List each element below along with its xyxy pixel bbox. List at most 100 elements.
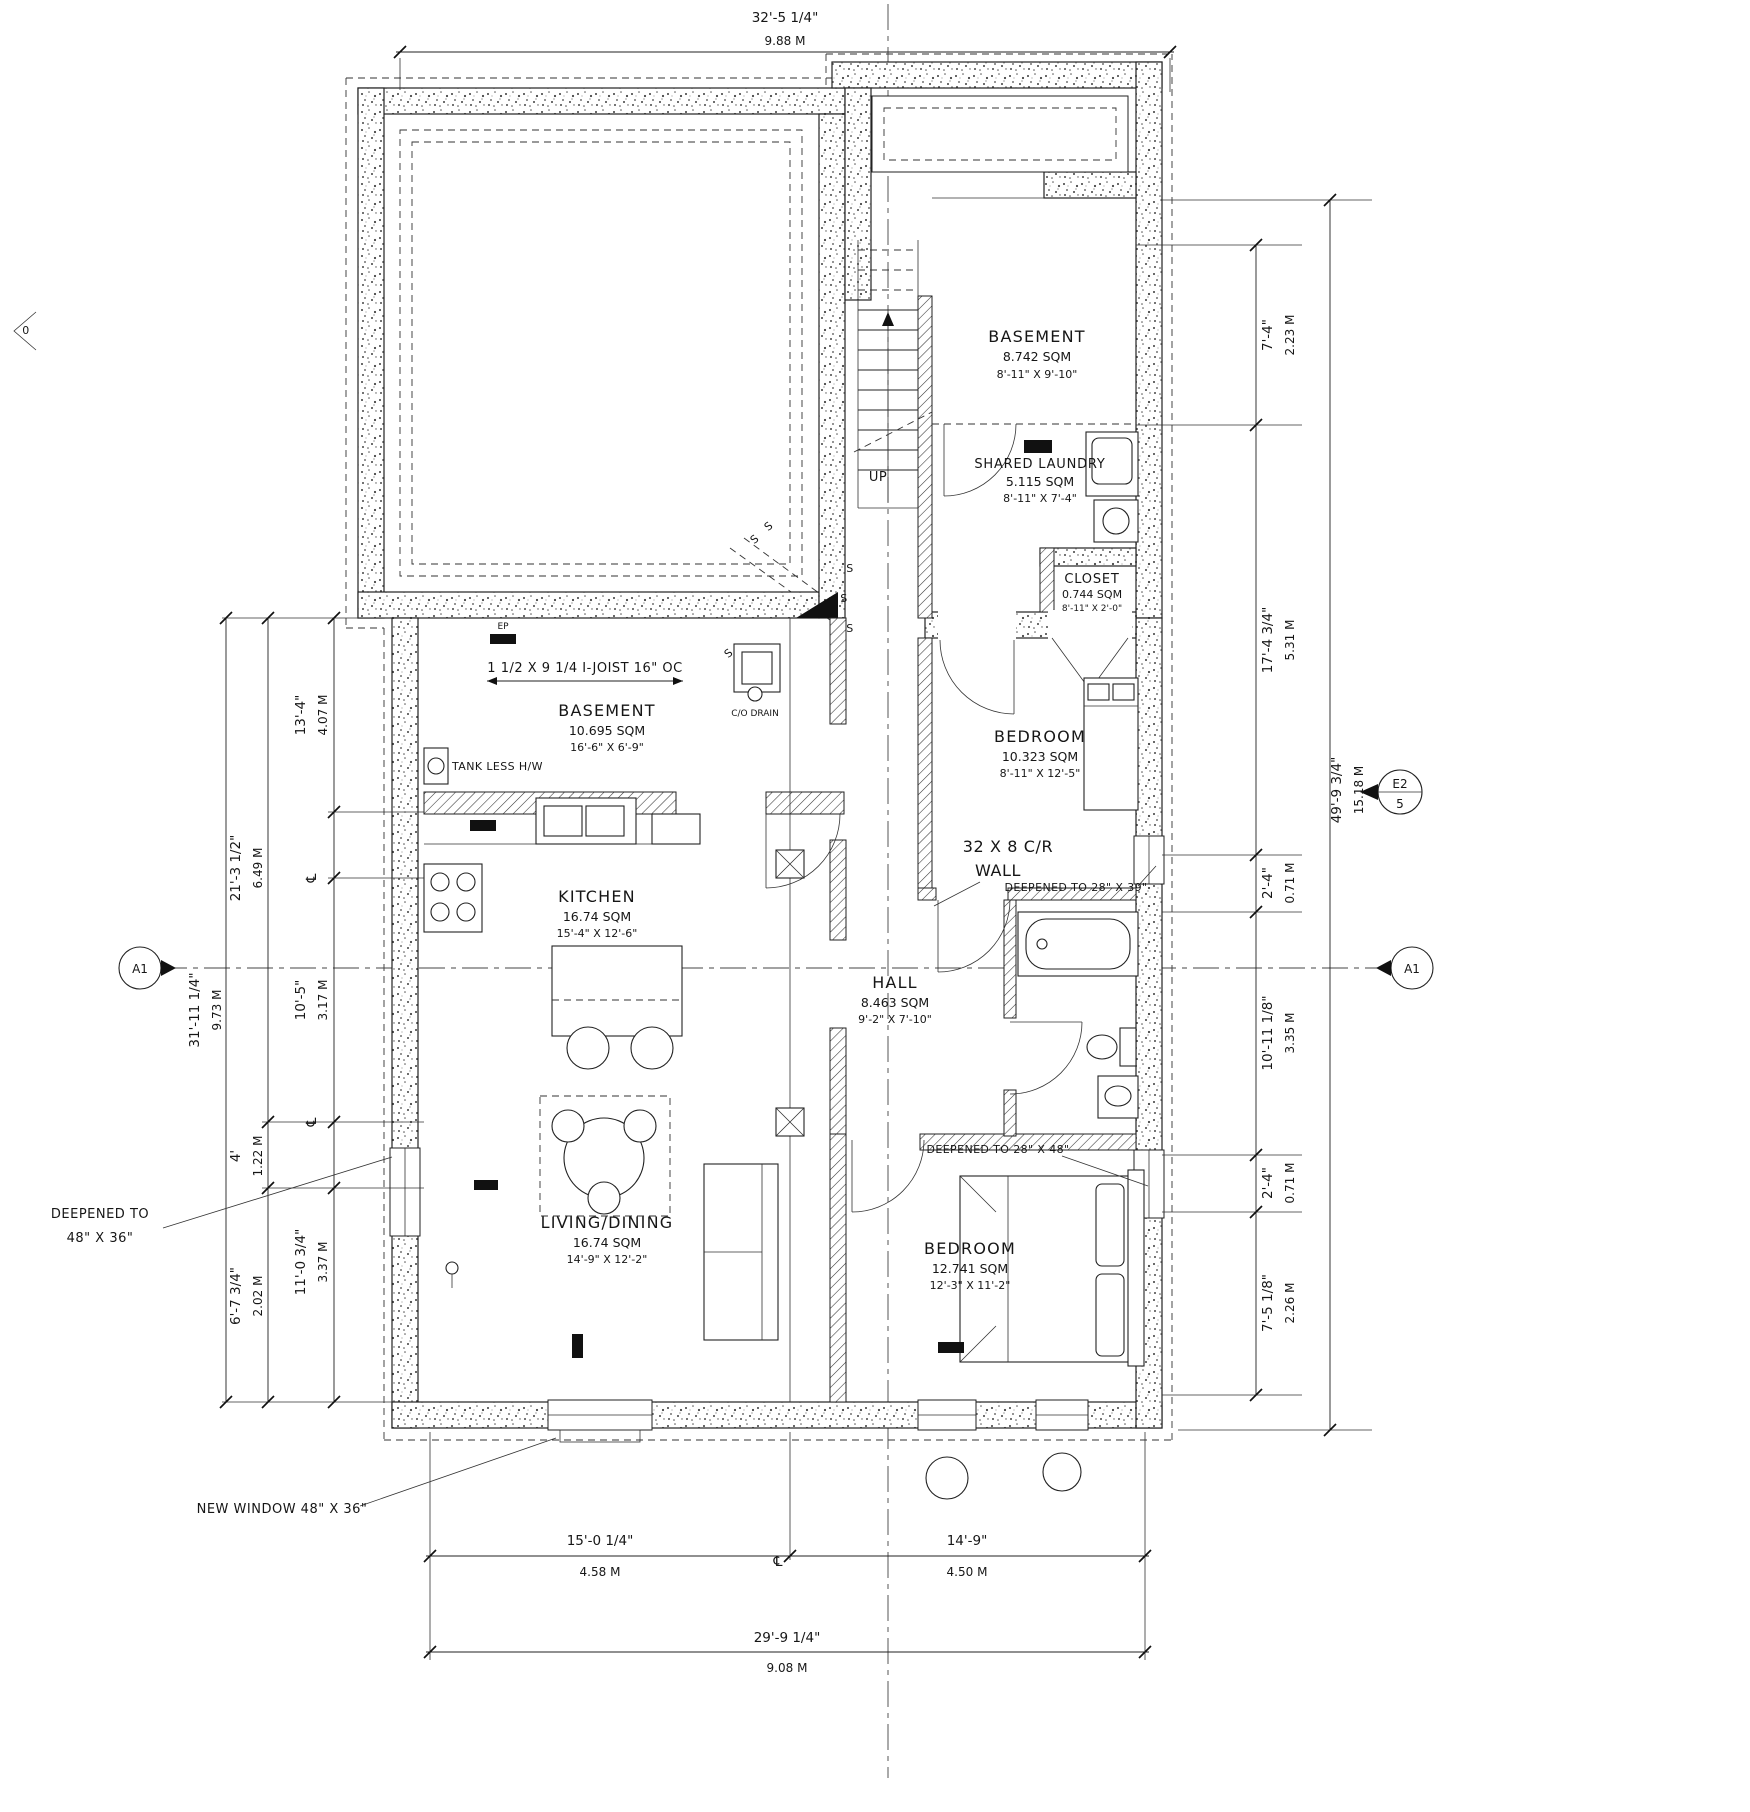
room-closet-name: CLOSET — [1064, 572, 1119, 587]
diagonal-wall-fill — [796, 592, 838, 618]
cr-wall-label-1: 32 X 8 C/R — [963, 837, 1053, 856]
s-mark: S — [846, 562, 853, 575]
laundry-outlet — [1024, 440, 1052, 453]
deepened-48x36-label-1: DEEPENED TO — [51, 1207, 149, 1222]
room-bedroom-upper-name: BEDROOM — [994, 727, 1086, 746]
dim-right-2-4a: 2'-4" — [1260, 867, 1276, 899]
outlet — [474, 1180, 498, 1190]
deepened-48x36-label-2: 48" X 36" — [67, 1231, 134, 1246]
up-label: UP — [869, 470, 887, 485]
room-basement-upper-size: 8'-11" X 9'-10" — [997, 368, 1078, 381]
room-basement-main-area: 10.695 SQM — [569, 723, 645, 738]
dim-right-2-4b: 2'-4" — [1260, 1167, 1276, 1199]
dim-right-7-5: 7'-5 1/8" — [1260, 1274, 1276, 1332]
room-bedroom-upper-area: 10.323 SQM — [1002, 749, 1078, 764]
window-well-2 — [1042, 1452, 1082, 1492]
room-living-area: 16.74 SQM — [573, 1235, 641, 1250]
s-mark: S — [846, 622, 853, 635]
dim-right-2-4a-m: 0.71 M — [1283, 863, 1297, 904]
dim-right-7-4: 7'-4" — [1260, 319, 1276, 351]
room-basement-upper-name: BASEMENT — [988, 327, 1085, 346]
dim-right-10-11: 10'-11 1/8" — [1260, 995, 1276, 1070]
dishwasher — [651, 813, 701, 845]
texts: 32'-5 1/4" 9.88 M BASEMENT 8.742 SQM 8'-… — [22, 10, 1420, 1675]
dim-right-10-11-m: 3.35 M — [1283, 1013, 1297, 1054]
dim-left-31-11: 31'-11 1/4" — [187, 972, 203, 1047]
leader-lines — [13, 311, 1157, 1507]
dim-left-4: 4' — [228, 1150, 244, 1162]
section-markers — [118, 769, 1434, 990]
exterior-walls — [357, 61, 1163, 1429]
s-mark: S — [762, 519, 776, 534]
dim-left-6-7-m: 2.02 M — [251, 1276, 265, 1317]
room-kitchen-area: 16.74 SQM — [563, 909, 631, 924]
centerline-symbol: ℄ — [773, 1554, 783, 1570]
stool-2 — [630, 1026, 674, 1070]
stool-1 — [566, 1026, 610, 1070]
room-hall-size: 9'-2" X 7'-10" — [858, 1013, 932, 1026]
dim-right-overall: 49'-9 3/4" — [1329, 757, 1345, 824]
room-laundry-size: 8'-11" X 7'-4" — [1003, 492, 1077, 505]
dim-left-21-3: 21'-3 1/2" — [228, 835, 244, 902]
dim-bottom-15-0: 15'-0 1/4" — [567, 1533, 634, 1549]
window-well-1 — [925, 1456, 969, 1500]
room-bedroom-upper-size: 8'-11" X 12'-5" — [1000, 767, 1081, 780]
ep-label: EP — [497, 622, 509, 632]
room-laundry-name: SHARED LAUNDRY — [974, 457, 1105, 472]
room-bedroom-main-size: 12'-3" X 11'-2" — [930, 1279, 1011, 1292]
room-bedroom-main-name: BEDROOM — [924, 1239, 1016, 1258]
dim-top-imperial: 32'-5 1/4" — [752, 10, 819, 26]
deepened-28x48-label: DEEPENED TO 28" X 48" — [926, 1143, 1069, 1156]
dim-right-17-4-m: 5.31 M — [1283, 620, 1297, 661]
s-mark: S — [748, 532, 762, 547]
dim-right-7-5-m: 2.26 M — [1283, 1283, 1297, 1324]
dim-left-11-0-m: 3.37 M — [316, 1242, 330, 1283]
room-hall-area: 8.463 SQM — [861, 995, 929, 1010]
deepened-28x39-label: DEEPENED TO 28" X 39" — [1004, 881, 1147, 894]
room-basement-upper-area: 8.742 SQM — [1003, 349, 1071, 364]
dim-left-31-11-m: 9.73 M — [210, 990, 224, 1031]
dimension-lines — [219, 45, 1372, 1660]
room-living-name: LIVING/DINING — [541, 1213, 674, 1232]
chair-2 — [623, 1109, 657, 1143]
centerline-symbol: ℄ — [304, 1118, 320, 1128]
room-kitchen-name: KITCHEN — [558, 887, 636, 906]
fixtures — [423, 431, 1145, 1402]
room-living-size: 14'-9" X 12'-2" — [567, 1253, 648, 1266]
interior-walls — [423, 197, 1137, 1403]
outlet — [572, 1334, 583, 1358]
dim-top-metric: 9.88 M — [765, 34, 806, 48]
dim-left-13-4: 13'-4" — [293, 695, 309, 736]
dim-left-10-5: 10'-5" — [293, 980, 309, 1021]
dim-right-17-4: 17'-4 3/4" — [1260, 607, 1276, 674]
chair-1 — [551, 1109, 585, 1143]
room-closet-area: 0.744 SQM — [1062, 588, 1122, 601]
dim-left-10-5-m: 3.17 M — [316, 980, 330, 1021]
dim-bottom-15-0-m: 4.58 M — [580, 1565, 621, 1579]
dim-bottom-14-9-m: 4.50 M — [947, 1565, 988, 1579]
edge-marker-label: 0 — [22, 324, 29, 337]
doors — [765, 423, 1129, 1213]
dim-left-4-m: 1.22 M — [251, 1136, 265, 1177]
toilet — [1119, 1027, 1137, 1067]
room-basement-main-size: 16'-6" X 6'-9" — [570, 741, 644, 754]
dim-bottom-14-9: 14'-9" — [947, 1533, 988, 1549]
marker-e2-label: E2 — [1392, 777, 1407, 791]
room-bedroom-main-area: 12.741 SQM — [932, 1261, 1008, 1276]
joist-note: 1 1/2 X 9 1/4 I-JOIST 16" OC — [487, 661, 682, 676]
dim-right-overall-m: 15.18 M — [1352, 766, 1366, 815]
kitchen-island — [551, 945, 683, 1037]
dim-right-2-4b-m: 0.71 M — [1283, 1163, 1297, 1204]
centerline-symbol: ℄ — [304, 874, 320, 884]
co-drain-symbol — [747, 686, 763, 702]
dim-left-21-3-m: 6.49 M — [251, 848, 265, 889]
electrical-panel — [490, 634, 516, 644]
tankless-label: TANK LESS H/W — [451, 760, 543, 773]
stairs — [853, 240, 933, 509]
room-basement-main-name: BASEMENT — [558, 701, 655, 720]
room-closet-size: 8'-11" X 2'-0" — [1062, 604, 1122, 614]
stair-notch — [871, 95, 1129, 173]
dim-right-7-4-m: 2.23 M — [1283, 315, 1297, 356]
